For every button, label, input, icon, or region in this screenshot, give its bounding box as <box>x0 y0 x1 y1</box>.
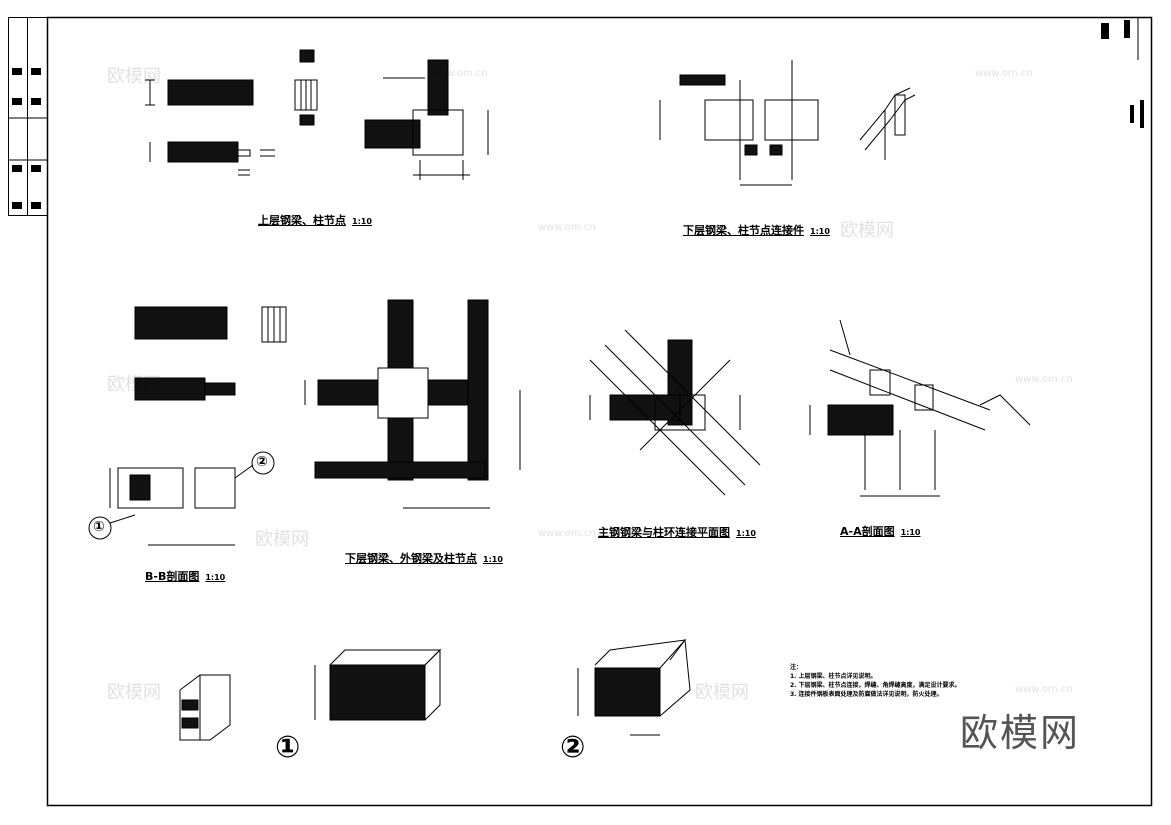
watermark-url: www.om.cn <box>1015 374 1073 385</box>
brand-watermark: 欧模网 <box>960 711 1081 755</box>
watermark-url: www.om.cn <box>538 222 596 233</box>
callout-label-1: ① <box>93 519 105 535</box>
notes-line-3: 3. 连接件钢板表面处理及防腐做法详见说明，防火处理。 <box>790 691 943 698</box>
upper-node-detail <box>145 49 489 180</box>
watermark-brand: 欧模网 <box>695 682 749 703</box>
callout-circle-2 <box>251 451 275 475</box>
section-aa-detail <box>809 319 1031 497</box>
watermark-brand: 欧模网 <box>107 374 161 395</box>
notes-block: 注： 1. 上层钢梁、柱节点详见说明。 2. 下层钢梁、柱节点连接，焊缝、角焊缝… <box>790 663 961 699</box>
callout-circle-1 <box>88 516 112 540</box>
notes-heading: 注： <box>790 664 803 671</box>
detail-marker-1: ① <box>275 730 301 765</box>
main-beam-plan-detail <box>589 329 761 496</box>
watermark-url: www.om.cn <box>975 68 1033 79</box>
watermark-brand: 欧模网 <box>107 66 161 87</box>
watermark-url: www.om.cn <box>1015 684 1073 695</box>
watermark-brand: 欧模网 <box>840 220 894 241</box>
watermark-brand: 欧模网 <box>255 529 309 550</box>
outer-frame <box>46 16 1153 807</box>
isometric-details <box>179 638 691 741</box>
callout-label-2: ② <box>256 454 268 470</box>
lower-node-connector-detail <box>659 60 916 186</box>
notes-line-1: 1. 上层钢梁、柱节点详见说明。 <box>790 673 877 680</box>
watermark-brand: 欧模网 <box>107 682 161 703</box>
watermark-url: www.om.cn <box>538 528 596 539</box>
detail-marker-2: ② <box>560 730 586 765</box>
lower-hook-node-detail <box>109 299 521 546</box>
watermark-url: www.om.cn <box>430 68 488 79</box>
notes-line-2: 2. 下层钢梁、柱节点连接，焊缝、角焊缝高度，满足设计要求。 <box>790 682 961 689</box>
